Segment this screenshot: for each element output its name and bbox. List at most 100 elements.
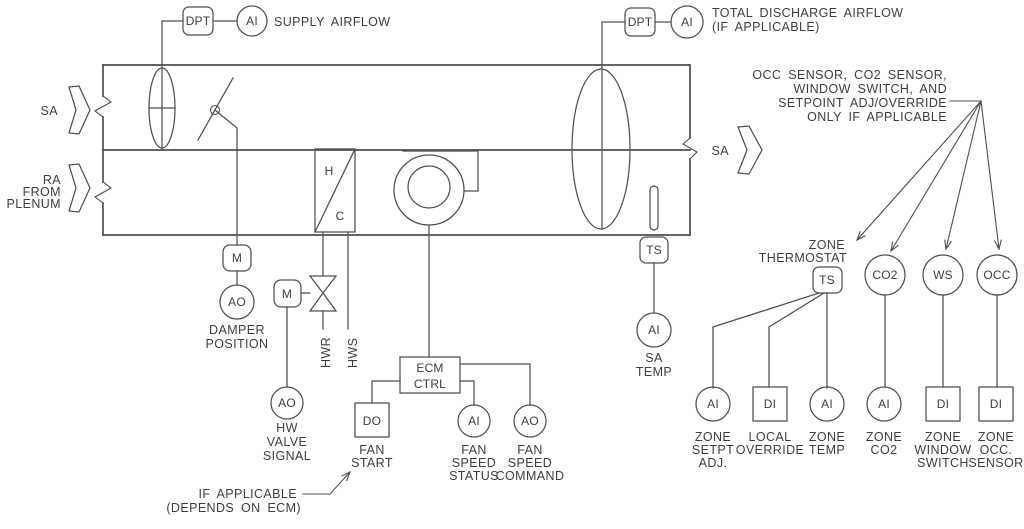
zone-setpt-label-1: ZONE — [695, 430, 731, 444]
zone-note-arrow-co2 — [891, 100, 982, 251]
local-override-di-tag: DI — [764, 397, 776, 411]
coil-box — [314, 148, 356, 233]
fan-command-branch — [459, 363, 531, 406]
zone-temp-ai-tag: AI — [821, 397, 833, 411]
fan-status-label-3: STATUS — [449, 469, 499, 483]
discharge-airflow-station — [571, 68, 631, 230]
fan-start-label-1: FAN — [359, 443, 385, 457]
discharge-airflow-label-2: (IF APPLICABLE) — [712, 20, 820, 34]
zone-occ-label-3: SENSOR — [968, 456, 1023, 470]
zone-note-4: ONLY IF APPLICABLE — [807, 110, 947, 124]
duct-break-right — [682, 137, 698, 160]
sa-temp-ai-tag: AI — [648, 323, 660, 337]
zone-options-note: OCC SENSOR, CO2 SENSOR, WINDOW SWITCH, A… — [752, 68, 999, 251]
duct-break-left-top — [93, 95, 113, 118]
valve-label-3: SIGNAL — [263, 449, 311, 463]
fan-start-label-2: START — [351, 456, 393, 470]
sa-temp-label-1: SA — [645, 351, 663, 365]
local-override-di-box — [752, 386, 788, 422]
local-override-label-2: OVERRIDE — [736, 443, 805, 457]
zone-thermostat-label-2: THERMOSTAT — [759, 251, 847, 265]
supply-airflow-instrument: DPT AI SUPPLY AIRFLOW — [148, 5, 391, 151]
zone-note-arrow-occ — [980, 100, 999, 249]
ra-inlet-arrow — [68, 163, 91, 213]
supply-airflow-label: SUPPLY AIRFLOW — [274, 15, 391, 29]
coil-hot-label: H — [325, 164, 334, 178]
ecm-controller-box — [399, 356, 461, 394]
coil-cold-label: C — [336, 209, 345, 223]
zone-note-2: WINDOW SWITCH, AND — [794, 82, 947, 96]
applicable-note-1: IF APPLICABLE — [198, 487, 297, 501]
valve-ao-circle — [270, 386, 304, 420]
airflow-arrows: SA RA FROM PLENUM SA — [7, 85, 763, 213]
ecm-label-1: ECM — [416, 361, 443, 375]
valve-actuator-tag: M — [282, 287, 292, 301]
zone-occ-sensor-tag: OCC — [983, 268, 1010, 282]
applicable-note-arrow — [302, 472, 350, 495]
duct-break-left-bottom — [93, 181, 113, 204]
zone-setpt-label-3: ADJ. — [699, 456, 728, 470]
fan-start-do-tag: DO — [363, 414, 381, 428]
zone-temp-label-2: TEMP — [809, 443, 845, 457]
zone-temp-ai-circle — [809, 386, 845, 422]
zone-window-switch-tag: WS — [933, 268, 953, 282]
discharge-ai-tag: AI — [681, 15, 693, 29]
discharge-airflow-label-1: TOTAL DISCHARGE AIRFLOW — [712, 6, 903, 20]
damper-assembly: M AO DAMPER POSITION — [197, 77, 269, 351]
sa-temp-ai-circle — [636, 312, 672, 348]
ra-inlet-label-2: FROM — [23, 185, 61, 199]
valve-label-1: HW — [276, 421, 298, 435]
supply-ai-tag: AI — [246, 14, 258, 28]
zone-co2-label-1: ZONE — [866, 430, 902, 444]
damper-pivot — [209, 104, 221, 116]
fan-assembly: ECM CTRL DO FAN START AI FAN SPEED STATU… — [351, 150, 565, 483]
zone-co2-ai-tag: AI — [878, 397, 890, 411]
coil-diagonal — [314, 148, 356, 233]
fan-status-label-1: FAN — [461, 443, 487, 457]
fan-command-label-3: COMMAND — [496, 469, 565, 483]
damper-ao-circle — [219, 284, 255, 320]
zone-setpt-ai-circle — [695, 386, 731, 422]
hws-pipe-label: HWS — [346, 338, 360, 368]
fan-command-label-2: SPEED — [508, 456, 552, 470]
fan-wheel-circle — [407, 165, 451, 209]
sa-temp-probe — [649, 185, 659, 231]
fan-status-label-2: SPEED — [452, 456, 496, 470]
sa-temp-ts-tag: TS — [646, 243, 662, 257]
discharge-dpt-connector — [601, 21, 626, 230]
sa-inlet-arrow — [68, 85, 91, 135]
sa-outlet-arrow — [737, 125, 763, 175]
supply-dpt-tag: DPT — [186, 14, 211, 28]
supply-ai-circle — [236, 5, 268, 37]
zone-note-arrow-ws — [946, 100, 982, 249]
fan-command-ao-tag: AO — [521, 414, 539, 428]
supply-dpt-connector — [161, 20, 184, 151]
discharge-ai-circle — [670, 5, 704, 39]
zone-co2-label-2: CO2 — [871, 443, 898, 457]
coil-assembly: H C M AO HW VALVE SIGNAL HWR HWS — [263, 148, 360, 463]
applicable-note-2: (DEPENDS ON ECM) — [166, 501, 301, 515]
hwr-pipe-label: HWR — [319, 337, 333, 368]
zone-setpt-label-2: SETPT — [692, 443, 734, 457]
zone-window-di-box — [925, 386, 961, 422]
zone-thermostat-tag: TS — [819, 273, 835, 287]
zone-setpt-ai-tag: AI — [707, 397, 719, 411]
zone-occ-label-1: ZONE — [978, 430, 1014, 444]
zone-occ-label-2: OCC. — [980, 443, 1013, 457]
sa-outlet-label: SA — [712, 144, 730, 158]
sa-inlet-label: SA — [41, 104, 59, 118]
zone-note-3: SETPOINT ADJ/OVERRIDE — [778, 96, 947, 110]
fan-start-do-box — [354, 402, 390, 438]
thermostat-setpt-link — [712, 292, 820, 389]
damper-ao-tag: AO — [228, 295, 246, 309]
zone-co2-sensor-tag: CO2 — [872, 268, 897, 282]
fan-status-branch — [459, 380, 475, 406]
damper-blade — [197, 77, 234, 141]
valve-body — [308, 275, 338, 312]
zone-note-1: OCC SENSOR, CO2 SENSOR, — [752, 68, 947, 82]
damper-label-2: POSITION — [206, 337, 269, 351]
ra-inlet-label-1: RA — [43, 173, 61, 187]
ecm-applicability-note: IF APPLICABLE (DEPENDS ON ECM) — [166, 472, 350, 515]
duct-outline — [93, 64, 698, 236]
zone-note-arrow-thermostat — [857, 100, 982, 240]
